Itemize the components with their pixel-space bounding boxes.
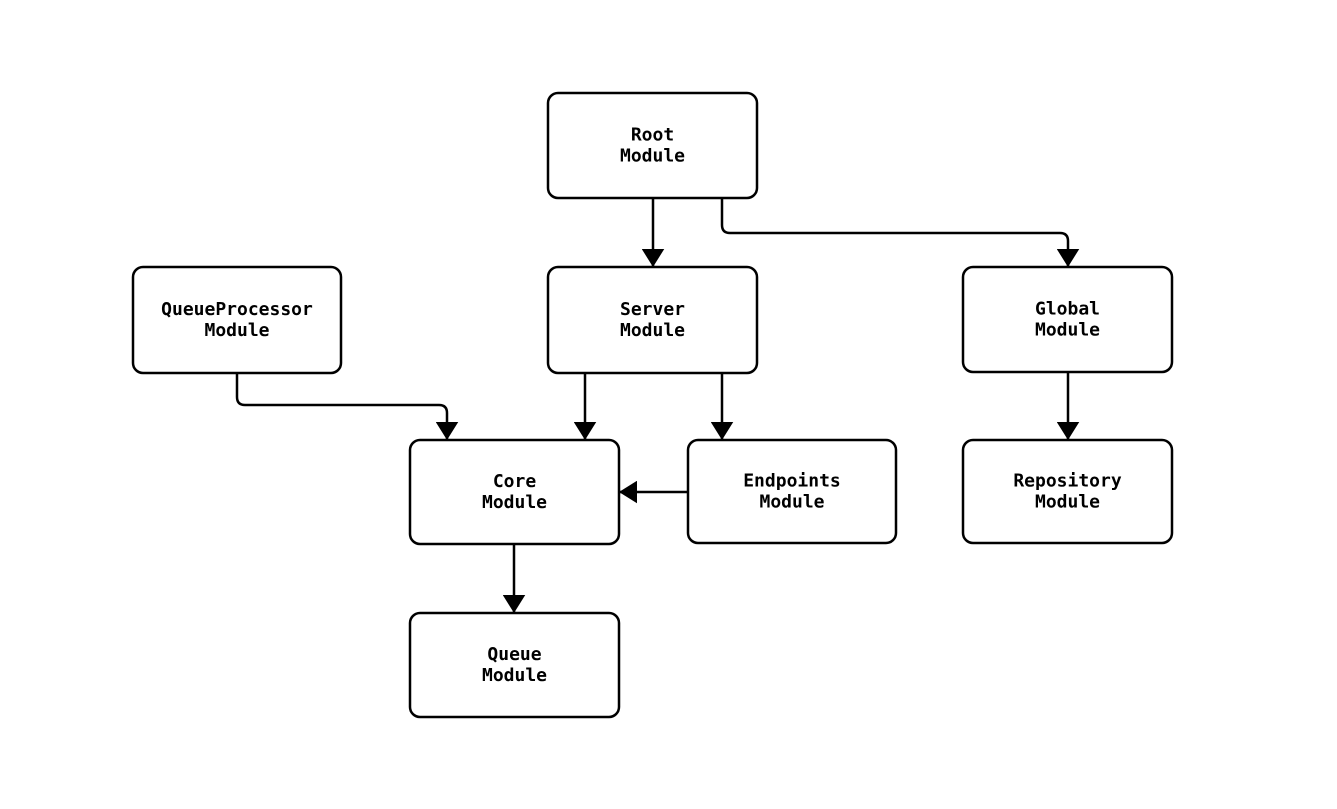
node-server-box [546,265,759,375]
node-label-line: Server [620,299,685,320]
node-queue-box [408,611,621,719]
node-label-line: Endpoints [743,471,841,492]
node-label-line: Repository [1013,471,1122,492]
edges-layer [235,198,1080,613]
node-label-line: QueueProcessor [161,299,313,320]
node-queueprocessor-box [131,265,343,375]
node-label-line: Module [482,665,547,686]
node-global-box [961,265,1174,374]
node-repository-box [961,438,1174,545]
node-label-line: Module [1035,320,1100,341]
node-core-box [408,438,621,546]
node-label-line: Module [1035,492,1100,513]
node-label-line: Module [204,320,269,341]
node-label-line: Root [631,125,674,146]
node-label-line: Global [1035,299,1100,320]
node-label-line: Module [620,320,685,341]
node-label-line: Module [482,492,547,513]
node-label-line: Core [493,471,537,492]
edge-queueprocessor-to-core [235,373,459,440]
node-label-line: Queue [487,644,541,665]
node-label-line: Module [759,492,824,513]
node-label-line: Module [620,146,685,167]
node-root-box [546,91,759,200]
edge-root-to-global [720,198,1080,267]
node-endpoints-box [686,438,898,545]
